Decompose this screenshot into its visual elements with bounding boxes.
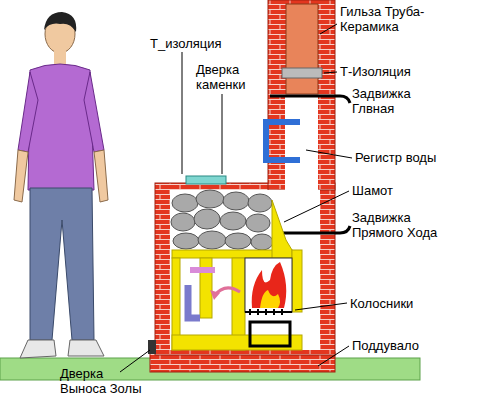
leader-lines: [120, 24, 352, 372]
chimney-channel: [285, 95, 318, 195]
firebox: [245, 258, 292, 312]
part-label: Задвижка Глвная: [352, 86, 428, 116]
stove-cavity: [170, 190, 320, 350]
stove-body: [155, 183, 335, 355]
part-label: Задвижка Прямого Хода: [352, 210, 454, 240]
water-register: [266, 122, 300, 160]
part-label: Колосники: [350, 296, 413, 311]
fire: [252, 262, 287, 308]
door-insulation: [186, 176, 226, 184]
main-damper: [270, 96, 350, 103]
ash-pit: [250, 322, 290, 346]
chamotte: [172, 200, 302, 350]
flow-arrowhead: [210, 290, 220, 300]
flow-channel: [188, 285, 200, 318]
part-label: Т-Изоляция: [340, 64, 411, 79]
part-label: Т_изоляция: [150, 36, 222, 51]
fire: [260, 290, 280, 308]
flow-arrow: [190, 267, 215, 273]
part-label: Шамот: [352, 183, 393, 198]
person: [14, 12, 108, 358]
ceramic-pipe: [286, 4, 318, 94]
pipe-insulation: [282, 68, 322, 78]
part-label: Дверка каменки: [196, 62, 262, 92]
stones: [171, 190, 273, 250]
part-label: Дверка Выноса Золы: [60, 366, 148, 396]
part-label: Регистр воды: [355, 150, 436, 165]
part-label: Гильза Труба-Керамика: [340, 4, 450, 34]
ash-door: [148, 340, 156, 354]
grate: [245, 309, 292, 315]
part-label: Поддувало: [352, 338, 419, 353]
